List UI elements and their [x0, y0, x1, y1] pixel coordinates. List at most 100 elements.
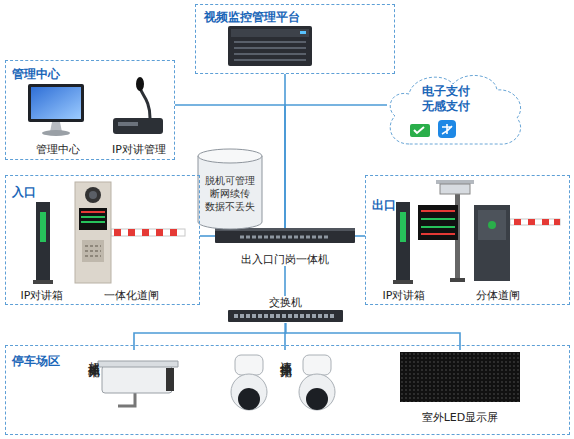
device-unit: IP对讲管理 — [105, 80, 173, 156]
dome-lens — [238, 388, 260, 410]
connector-line — [284, 74, 286, 228]
monitor-stand — [50, 122, 62, 132]
device-unit: 超速抓拍单元 — [84, 350, 184, 432]
switch-illustration — [228, 310, 343, 322]
gate-light — [488, 221, 496, 229]
intercom-pillar — [33, 202, 53, 284]
group-box: 入口 IP对讲箱一体化道闸 — [5, 175, 200, 305]
dome-mount — [235, 355, 263, 375]
pillar-base — [393, 280, 413, 284]
alipay-mark — [442, 124, 452, 134]
gate-arm — [510, 219, 560, 225]
database-cylinder: 脱机可管理 断网续传 数据不丢失 — [197, 148, 263, 230]
monitor-frame — [28, 84, 84, 122]
mic-head — [136, 77, 144, 91]
gate-screen-lines — [81, 212, 105, 222]
computer-illustration — [28, 84, 84, 136]
dome-lens — [306, 388, 328, 410]
pillar-body — [36, 202, 50, 282]
group-box: 管理中心管理中心IP对讲管理 — [5, 60, 175, 160]
dome-mount — [303, 355, 331, 375]
camera-body — [440, 184, 470, 194]
central-unit — [215, 228, 355, 243]
device-caption: IP对讲箱 — [378, 289, 430, 302]
database-text: 脱机可管理 断网续传 数据不丢失 — [201, 174, 259, 213]
platform-box: 视频监控管理平台 — [195, 4, 395, 74]
server-bays — [234, 42, 306, 60]
device-unit: 出入口门岗一体机 — [215, 228, 355, 266]
device-caption: IP对讲箱 — [14, 289, 70, 302]
monitor-base — [42, 130, 70, 136]
dome-housing — [299, 374, 335, 410]
gate-screen — [79, 208, 107, 230]
group-heading: 视频监控管理平台 — [204, 10, 300, 24]
device-caption: IP对讲管理 — [105, 143, 173, 156]
pole-screen — [418, 205, 458, 240]
alipay-icon — [438, 120, 456, 138]
pole-screen-red — [421, 211, 455, 234]
connector-line — [200, 235, 215, 237]
group-heading: 停车场区 — [12, 354, 60, 368]
device-unit: 违停抓拍单元 — [226, 350, 344, 432]
pillar-body — [396, 202, 410, 282]
server-panel — [231, 29, 309, 37]
gate-keys — [85, 246, 101, 256]
camera-body — [102, 366, 172, 393]
mic-base — [113, 118, 163, 134]
cloud-text: 电子支付 无感支付 — [419, 84, 473, 114]
group-heading: 入口 — [12, 185, 36, 199]
cylinder-top — [198, 149, 262, 163]
pillar-strip — [400, 212, 406, 242]
bullet-camera — [98, 361, 178, 406]
device-caption: 一体化道闸 — [72, 289, 190, 302]
device-caption: 出入口门岗一体机 — [215, 253, 355, 266]
gate-panel — [478, 210, 506, 240]
led-pixels — [400, 352, 520, 402]
device-unit: 分体道闸 — [432, 178, 564, 302]
server-illustration — [228, 26, 312, 66]
switch-body — [228, 310, 343, 322]
connector-line — [175, 105, 285, 228]
wechat-pay-mark — [414, 127, 424, 133]
pole — [455, 190, 460, 280]
dome-housing — [231, 374, 267, 410]
device-unit: IP对讲箱 — [378, 196, 430, 302]
device-caption: 交换机 — [228, 296, 343, 309]
intercom-pillar — [393, 202, 413, 284]
gate-cabinet — [75, 182, 111, 283]
gate-cabinet — [474, 205, 510, 281]
led-screen — [400, 352, 520, 402]
device-caption: 管理中心 — [18, 143, 98, 156]
dome-camera — [231, 355, 267, 410]
central-ports — [240, 236, 330, 239]
pillar-strip — [40, 212, 46, 242]
connector-line — [355, 235, 365, 237]
camera-shield — [98, 361, 178, 367]
device-caption: 室外LED显示屏 — [396, 411, 524, 424]
dome-camera — [299, 355, 335, 410]
mic-buttons — [118, 122, 138, 126]
central-body — [215, 228, 355, 243]
wechat-pay-icon — [410, 124, 430, 137]
cloud-shape: 电子支付 无感支付 — [385, 68, 525, 150]
device-caption: 分体道闸 — [432, 289, 564, 302]
pole-screen-lines — [421, 211, 455, 234]
camera-mount — [118, 393, 135, 406]
gate-keypad — [82, 240, 104, 262]
cylinder-body — [198, 156, 262, 229]
server-led — [300, 31, 306, 34]
switch-unit: 交换机 — [228, 296, 343, 323]
device-caption: 超速抓拍单元 — [87, 352, 100, 358]
group-box: 停车场区 超速抓拍单元 违停抓拍单元室外LED显示屏 — [5, 345, 570, 435]
gate-arm-stripes — [514, 219, 560, 225]
connector-line — [284, 266, 286, 296]
device-caption: 违停抓拍单元 — [279, 352, 292, 358]
connector-line — [285, 105, 387, 228]
group-box: 出口IP对讲箱分体道闸 — [365, 175, 570, 305]
camera-shield — [436, 180, 474, 184]
gate-screen-line-red — [81, 211, 105, 213]
server-body — [228, 26, 312, 66]
